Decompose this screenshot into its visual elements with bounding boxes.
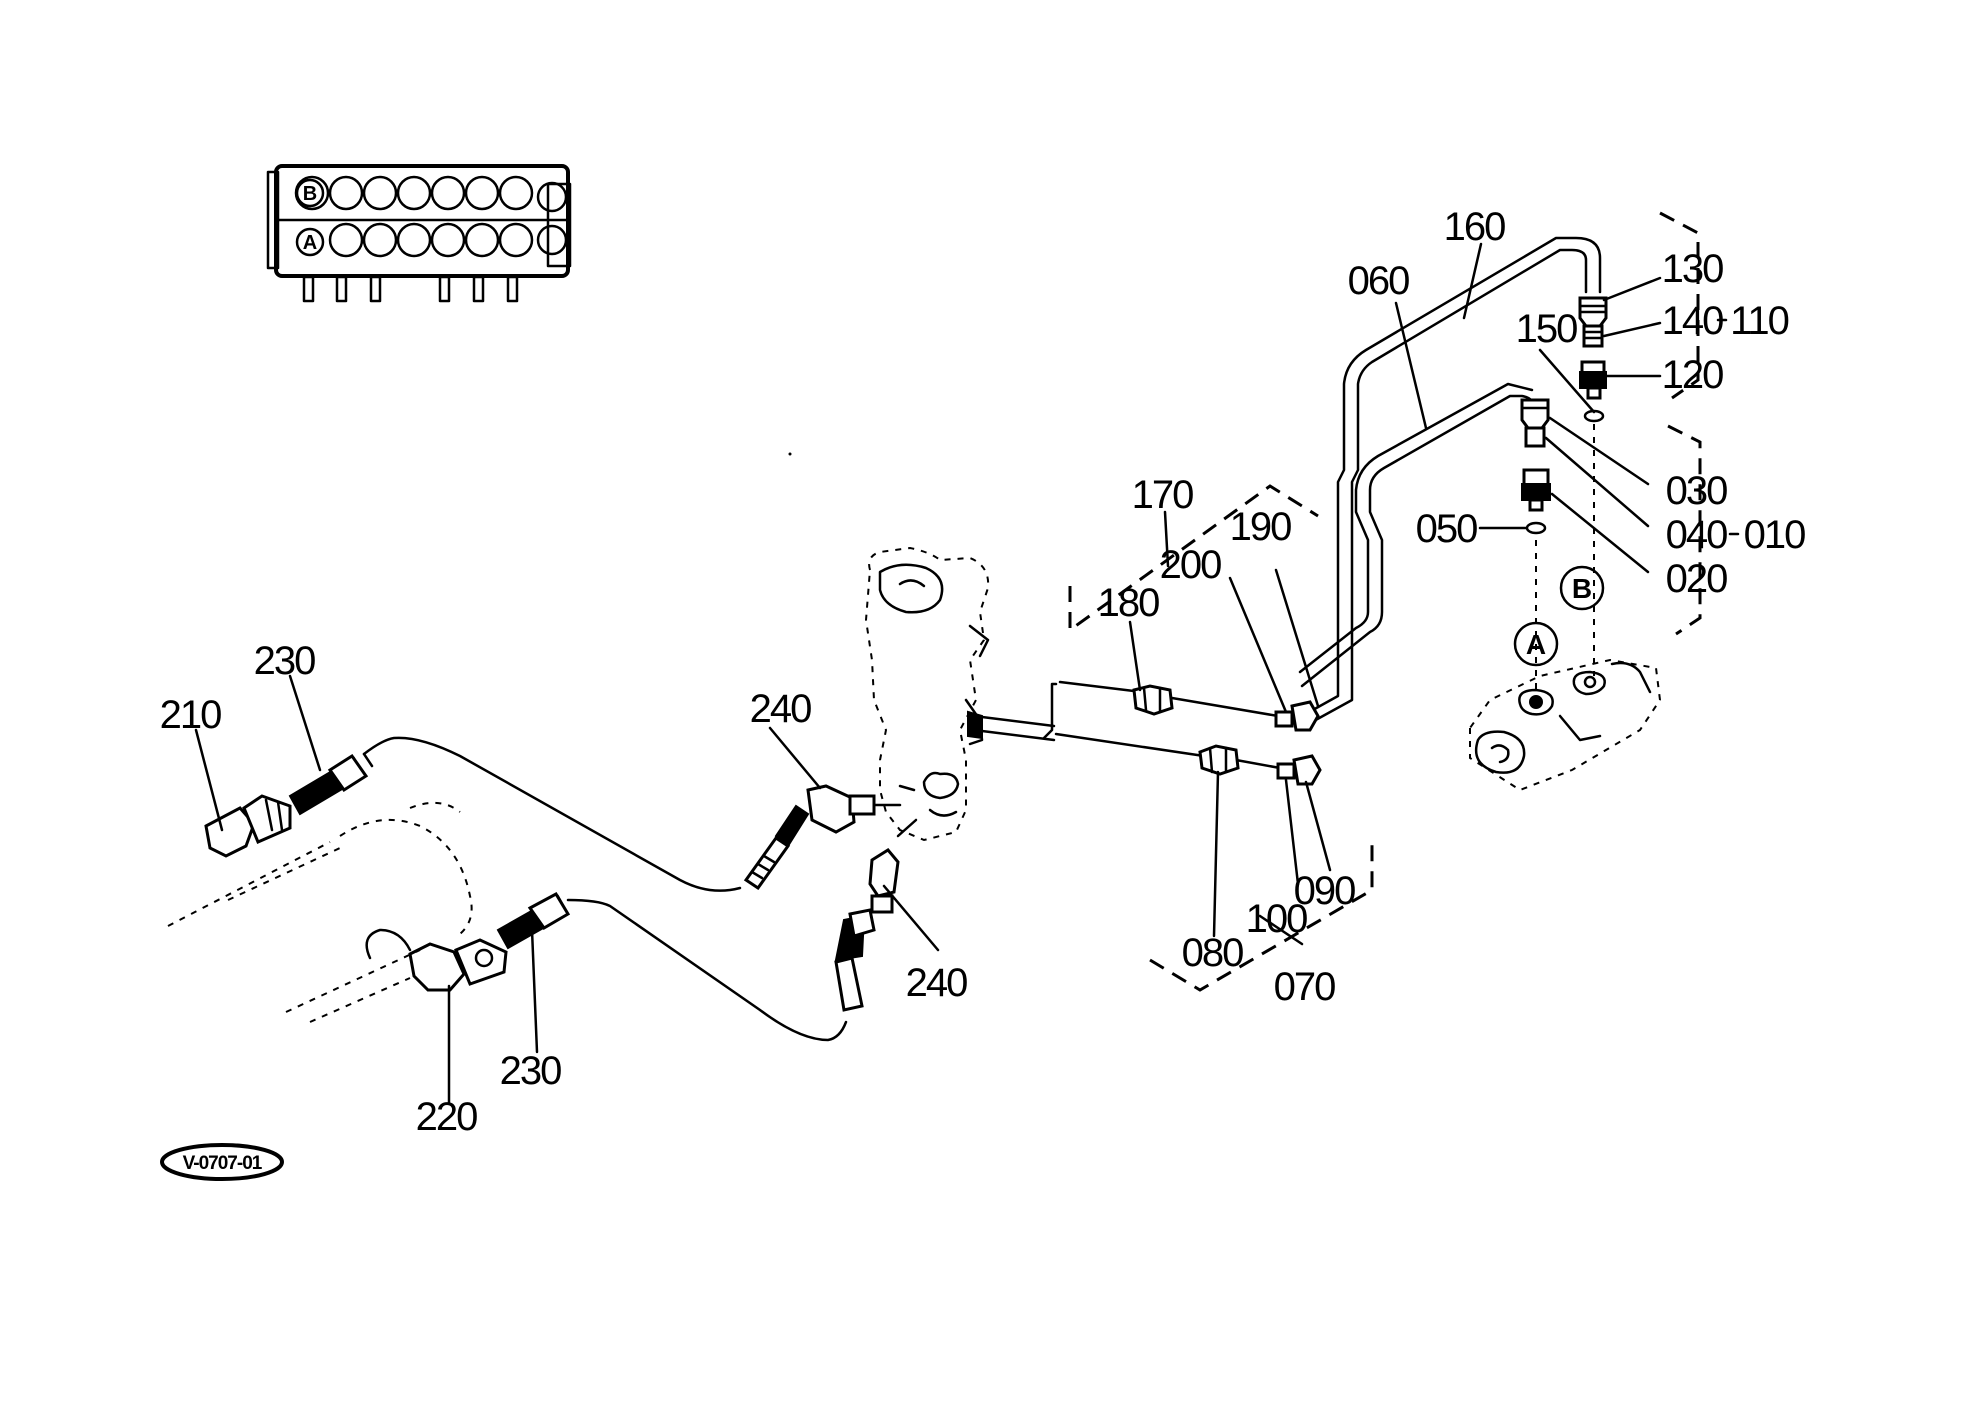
port-a-marker: A — [1513, 621, 1559, 667]
callout-080: 080 — [1182, 931, 1243, 975]
callout-100: 100 — [1246, 897, 1307, 941]
callout-060: 060 — [1348, 259, 1409, 303]
callout-230-upper: 230 — [254, 639, 315, 683]
valve-port-a-marker: A — [295, 227, 325, 257]
elbow-220 — [408, 938, 508, 992]
fitting-180 — [1132, 684, 1174, 716]
callout-160: 160 — [1444, 205, 1505, 249]
callout-090: 090 — [1294, 869, 1355, 913]
port-alignment-lines — [1535, 424, 1595, 692]
leader-lines — [194, 242, 1662, 1104]
callout-240-upper: 240 — [750, 687, 811, 731]
callout-170: 170 — [1132, 473, 1193, 517]
pipe-160 — [1300, 236, 1602, 724]
valve-stems — [302, 275, 519, 303]
boom-cylinder-outline — [167, 801, 473, 1023]
valve-port-b-marker: B — [295, 178, 325, 208]
group-boundary-110 — [1659, 211, 1700, 400]
callout-210: 210 — [160, 693, 221, 737]
hose-end-lower — [834, 908, 876, 1012]
fitting-090 — [1292, 754, 1322, 786]
callout-220: 220 — [416, 1095, 477, 1139]
callout-140: 140 — [1662, 299, 1723, 343]
callout-190: 190 — [1230, 505, 1291, 549]
fitting-200 — [1274, 710, 1294, 728]
callout-130: 130 — [1662, 247, 1723, 291]
port-b-marker: B — [1559, 565, 1605, 611]
callout-240-lower: 240 — [906, 961, 967, 1005]
fitting-190 — [1290, 700, 1320, 732]
fitting-240-lower — [868, 818, 918, 914]
steering-valve-unit — [864, 546, 1056, 842]
fitting-030-040 — [1520, 398, 1550, 448]
svg-text:B: B — [1572, 573, 1592, 604]
callout-110: 110 — [1730, 299, 1789, 343]
hose-upper — [362, 736, 742, 892]
fitting-100 — [1276, 762, 1296, 780]
fitting-140 — [1582, 324, 1604, 348]
reference-code: V-0707-01 — [183, 1153, 263, 1174]
callout-050: 050 — [1416, 507, 1477, 551]
group-boundary-070 — [1068, 484, 1374, 992]
callout-180: 180 — [1098, 581, 1159, 625]
svg-text:B: B — [303, 183, 317, 205]
hose-end-230-lower — [496, 892, 571, 950]
hose-end-upper — [743, 804, 810, 891]
callout-labels: 160 060 130 140 110 150 120 030 040 010 … — [160, 205, 1807, 1139]
fitting-080 — [1198, 744, 1240, 776]
callout-070: 070 — [1274, 965, 1335, 1009]
callout-020: 020 — [1666, 557, 1727, 601]
o-ring-050 — [1525, 521, 1547, 535]
callout-230-lower: 230 — [500, 1049, 561, 1093]
control-valve-inset: B A — [266, 164, 572, 303]
callout-150: 150 — [1516, 307, 1577, 351]
callout-200: 200 — [1160, 543, 1221, 587]
hose-lower — [566, 898, 848, 1042]
adapter-020 — [1521, 468, 1551, 512]
callout-040: 040 — [1666, 513, 1727, 557]
elbow-240-upper — [806, 784, 902, 834]
adapter-120 — [1579, 360, 1607, 400]
svg-text:A: A — [303, 232, 317, 254]
hose-end-230-upper — [288, 752, 374, 816]
svg-text:A: A — [1526, 629, 1546, 660]
reference-badge: V-0707-01 — [160, 1143, 284, 1181]
elbow-210 — [204, 794, 292, 858]
callout-030: 030 — [1666, 469, 1727, 513]
valve-ports-row-a — [328, 222, 568, 258]
callout-120: 120 — [1662, 353, 1723, 397]
valve-ports-row-b — [294, 175, 568, 213]
scan-speck — [788, 452, 792, 456]
tube-assembly-070 — [1042, 680, 1322, 786]
callout-010: 010 — [1744, 513, 1805, 557]
fitting-130 — [1578, 296, 1608, 328]
valve-block — [1469, 658, 1662, 792]
